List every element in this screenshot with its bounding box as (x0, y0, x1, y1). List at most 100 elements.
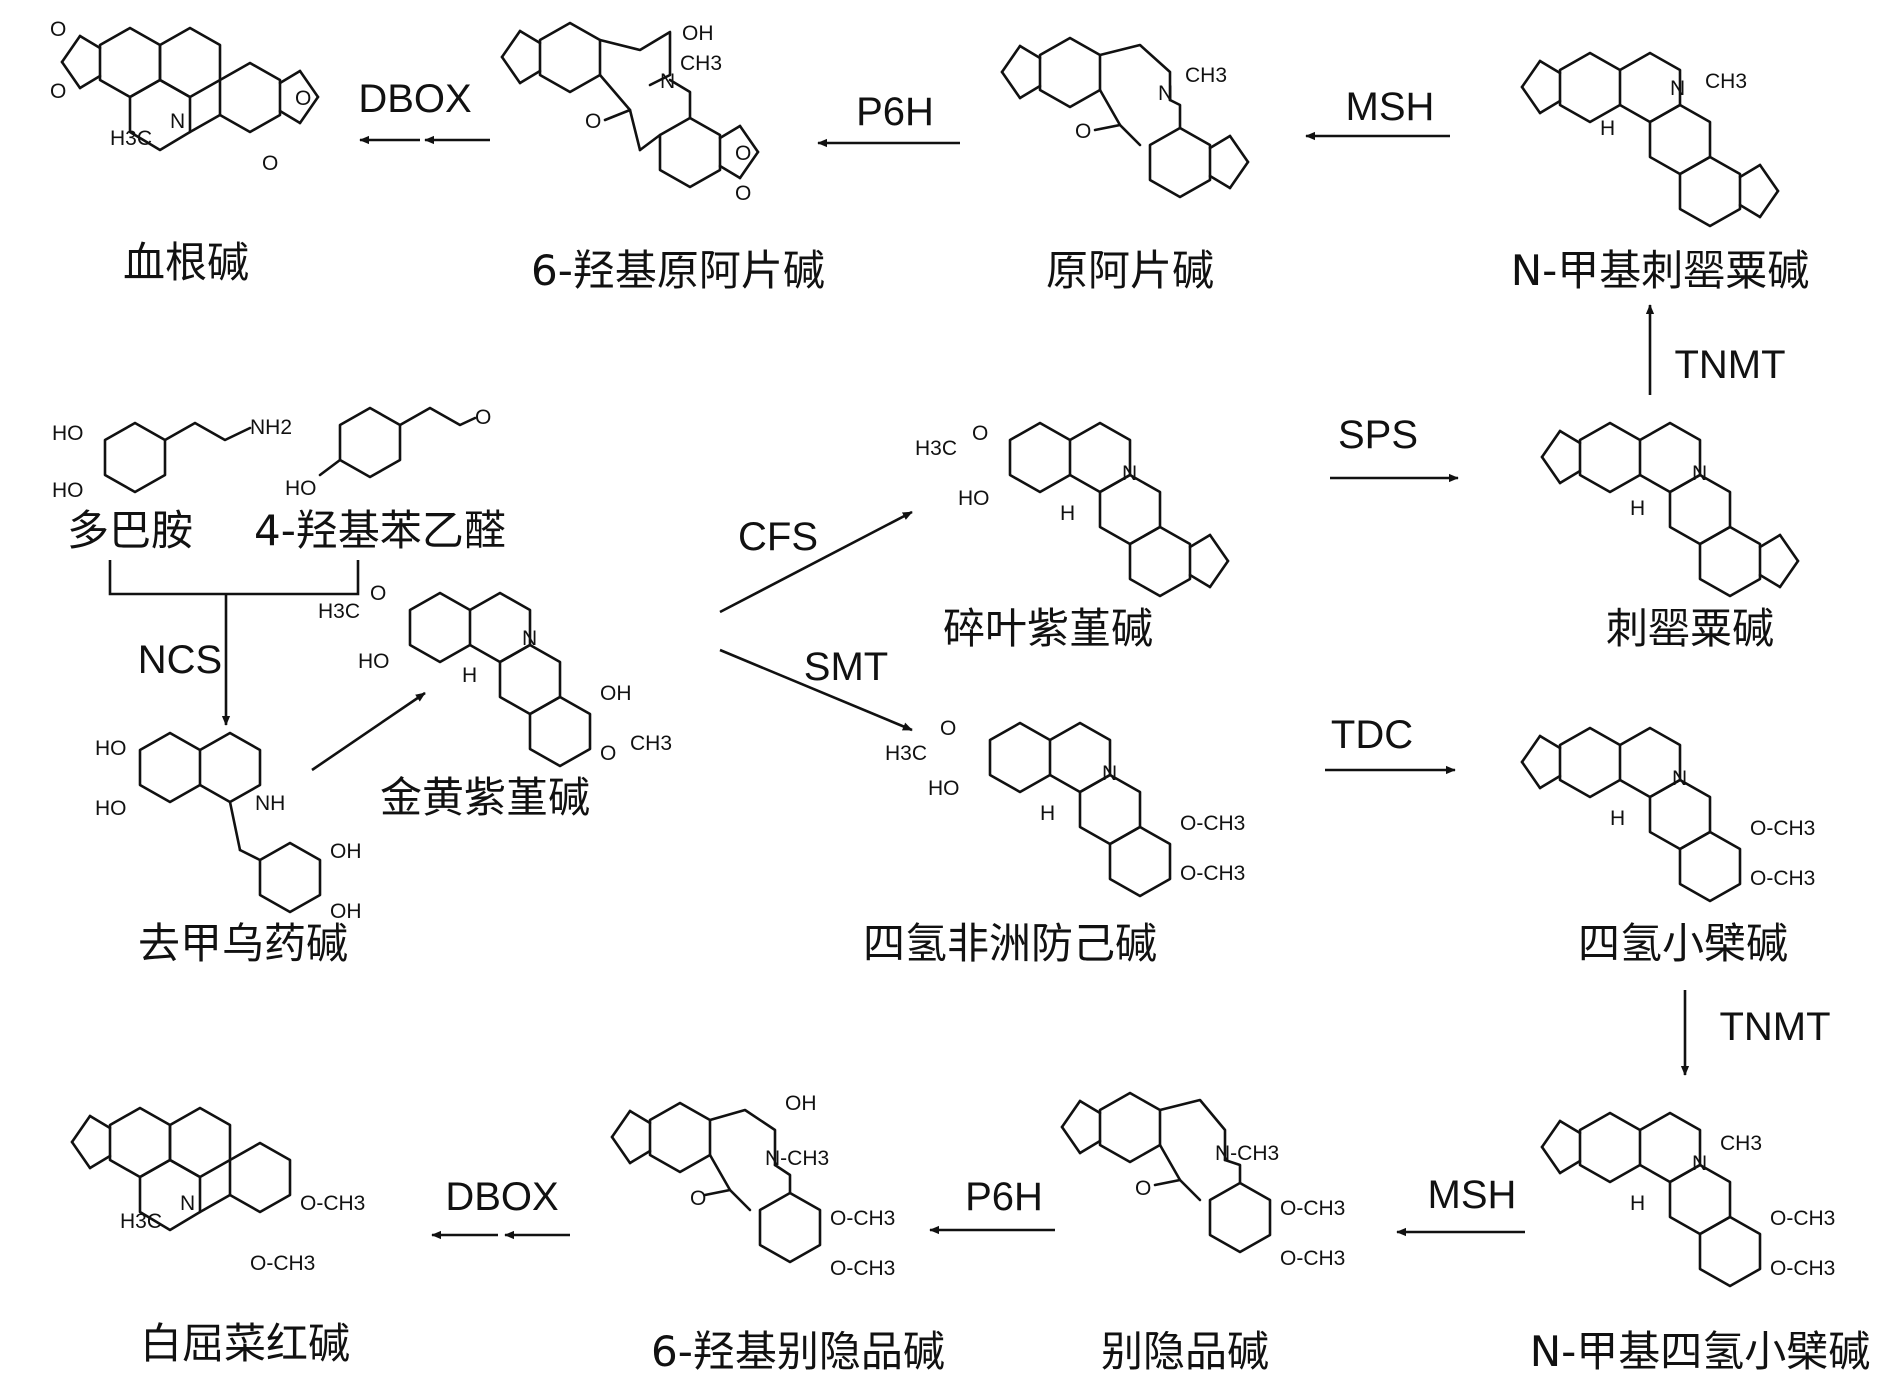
atom-o-ch3: O-CH3 (300, 1192, 365, 1215)
label-norlaudanosoline: 去甲乌药碱 (138, 919, 348, 968)
structure-6-hydroxyallocryptopine: OH N-CH3 O O-CH3 O-CH3 (610, 1092, 895, 1280)
atom-ho: HO (358, 650, 390, 673)
atom-ho: HO (52, 422, 84, 445)
atom-ch3: CH3 (1185, 64, 1227, 87)
label-stylopine: 刺罂粟碱 (1606, 604, 1774, 653)
enzyme-msh-bottom: MSH (1428, 1173, 1517, 1217)
atom-n-ch3: N-CH3 (1215, 1142, 1279, 1165)
structure-scoulerine: H3C O HO N H OH O CH3 (318, 582, 672, 768)
label-tetrahydrocolumbamine: 四氢非洲防己碱 (863, 919, 1157, 968)
atom-h: H (1630, 1192, 1645, 1215)
structure-n-methylcanadine: N CH3 H O-CH3 O-CH3 (1540, 1111, 1835, 1288)
enzyme-smt: SMT (804, 645, 888, 689)
atom-n: N (1670, 77, 1685, 100)
enzyme-p6h-top: P6H (856, 90, 934, 134)
label-canadine: 四氢小檗碱 (1578, 919, 1788, 968)
atom-n: N (1692, 1152, 1707, 1175)
atom-o: O (1135, 1177, 1151, 1200)
structure-sanguinarine: O O O O N H3C (50, 18, 320, 175)
atom-ho: HO (52, 479, 84, 502)
atom-o: O (735, 142, 751, 165)
atom-o-ch3: O-CH3 (1180, 862, 1245, 885)
atom-o: O (295, 87, 311, 110)
enzyme-tnmt-bottom: TNMT (1719, 1005, 1830, 1049)
atom-o: O (735, 182, 751, 205)
atom-o-ch3: O-CH3 (830, 1257, 895, 1280)
atom-n: N (1692, 462, 1707, 485)
label-6-hydroxyprotopine: 6-羟基原阿片碱 (531, 246, 825, 295)
atom-ch3: CH3 (630, 732, 672, 755)
atom-n: N (1158, 82, 1173, 105)
atom-o: O (50, 80, 66, 103)
label-scoulerine: 金黄紫堇碱 (380, 773, 590, 822)
label-dopamine: 多巴胺 (67, 506, 193, 555)
atom-ch3: CH3 (680, 52, 722, 75)
atom-oh: OH (785, 1092, 817, 1115)
atom-ho: HO (928, 777, 960, 800)
atom-h: H (1630, 497, 1645, 520)
label-sanguinarine: 血根碱 (123, 238, 249, 287)
atom-o-ch3: O-CH3 (1770, 1207, 1835, 1230)
enzyme-dbox-top: DBOX (358, 77, 471, 121)
label-n-methylcanadine: N-甲基四氢小檗碱 (1530, 1327, 1871, 1376)
atom-o: O (50, 18, 66, 41)
enzyme-cfs: CFS (738, 515, 818, 559)
label-n-methylstylopine: N-甲基刺罂粟碱 (1511, 246, 1810, 295)
structure-stylopine: N H (1540, 421, 1800, 598)
atom-h: H (1060, 502, 1075, 525)
atom-oh: OH (600, 682, 632, 705)
atom-o-ch3: O-CH3 (1280, 1197, 1345, 1220)
atom-o-ch3: O-CH3 (1280, 1247, 1345, 1270)
enzyme-sps: SPS (1338, 413, 1418, 457)
structure-n-methylstylopine: N CH3 H (1520, 51, 1780, 228)
atom-n-ch3: N-CH3 (765, 1147, 829, 1170)
atom-h: H (462, 664, 477, 687)
structure-norlaudanosoline: HO HO NH OH OH (95, 731, 362, 923)
atom-ho: HO (285, 477, 317, 500)
structure-cheilanthifoline: H3C O HO N H (915, 421, 1230, 598)
label-protopine: 原阿片碱 (1046, 246, 1214, 295)
atom-ch3: CH3 (1705, 70, 1747, 93)
atom-o-ch3: O-CH3 (250, 1252, 315, 1275)
label-6-hydroxyallocryptopine: 6-羟基别隐品碱 (651, 1327, 945, 1376)
enzyme-dbox-bottom: DBOX (445, 1175, 558, 1219)
label-4-hydroxyphenylacetaldehyde: 4-羟基苯乙醛 (254, 506, 506, 555)
bracket-ncs (108, 560, 360, 596)
atom-o-ch3: O-CH3 (830, 1207, 895, 1230)
atom-ch3: CH3 (1720, 1132, 1762, 1155)
atom-ho: HO (95, 737, 127, 760)
atom-h3c: H3C (915, 437, 957, 460)
atom-oh: OH (330, 900, 362, 923)
enzyme-msh-top: MSH (1346, 85, 1435, 129)
atom-h3c: H3C (885, 742, 927, 765)
atom-o: O (1075, 120, 1091, 143)
atom-h: H (1040, 802, 1055, 825)
structure-tetrahydrocolumbamine: H3C O HO N H O-CH3 O-CH3 (885, 717, 1245, 898)
arrow-cfs (719, 510, 913, 614)
atom-h3c: H3C (110, 127, 152, 150)
label-allocryptopine: 别隐品碱 (1101, 1327, 1269, 1376)
atom-n: N (180, 1192, 195, 1215)
enzyme-ncs: NCS (138, 638, 222, 682)
atom-ho: HO (95, 797, 127, 820)
atom-o: O (600, 742, 616, 765)
atom-n: N (1102, 762, 1117, 785)
structure-protopine: N CH3 O (1000, 36, 1250, 199)
atom-n: N (660, 70, 675, 93)
structure-chelerythrine: N H3C O-CH3 O-CH3 (70, 1106, 365, 1275)
atom-n: N (522, 627, 537, 650)
label-cheilanthifoline: 碎叶紫堇碱 (943, 604, 1153, 653)
atom-n: N (1122, 462, 1137, 485)
atom-ho: HO (958, 487, 990, 510)
atom-h3c: H3C (318, 600, 360, 623)
structure-allocryptopine: N-CH3 O O-CH3 O-CH3 (1060, 1091, 1345, 1270)
atom-h: H (1610, 807, 1625, 830)
enzyme-tdc: TDC (1331, 713, 1413, 757)
atom-o: O (585, 110, 601, 133)
atom-o-ch3: O-CH3 (1750, 817, 1815, 840)
arrow-smt (719, 648, 913, 732)
atom-oh: OH (330, 840, 362, 863)
atom-h: H (1600, 117, 1615, 140)
